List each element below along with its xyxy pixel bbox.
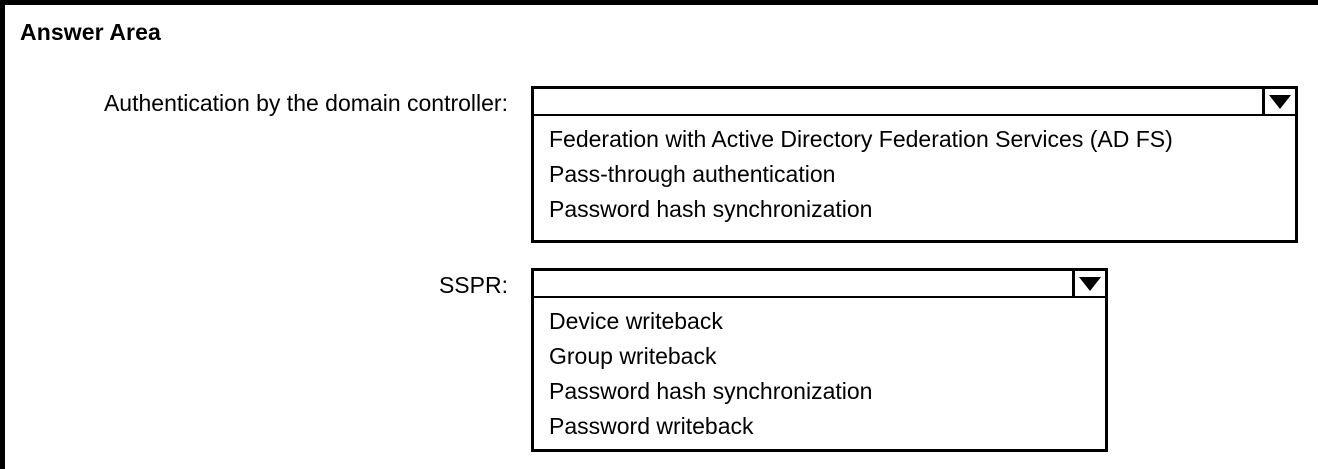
outer-frame-top-border bbox=[0, 0, 1318, 5]
authentication-method-label: Authentication by the domain controller: bbox=[103, 90, 508, 116]
authentication-method-dropdown-button[interactable] bbox=[1262, 89, 1295, 114]
sspr-dropdown-button[interactable] bbox=[1072, 271, 1105, 296]
authentication-method-option-list[interactable]: Federation with Active Directory Federat… bbox=[531, 116, 1298, 243]
list-item[interactable]: Password hash synchronization bbox=[549, 196, 873, 222]
list-item[interactable]: Password writeback bbox=[549, 413, 754, 439]
list-item[interactable]: Group writeback bbox=[549, 343, 717, 369]
page-title: Answer Area bbox=[20, 19, 161, 45]
sspr-value[interactable] bbox=[546, 271, 1067, 296]
list-item[interactable]: Pass-through authentication bbox=[549, 161, 836, 187]
sspr-option-list[interactable]: Device writeback Group writeback Passwor… bbox=[531, 298, 1108, 452]
list-item[interactable]: Password hash synchronization bbox=[549, 378, 873, 404]
chevron-down-icon bbox=[1269, 94, 1291, 109]
sspr-label: SSPR: bbox=[438, 272, 508, 298]
sspr-combobox[interactable] bbox=[531, 268, 1108, 299]
list-item[interactable]: Federation with Active Directory Federat… bbox=[549, 126, 1173, 152]
list-item[interactable]: Device writeback bbox=[549, 308, 723, 334]
authentication-method-value[interactable] bbox=[546, 89, 1257, 114]
outer-frame-left-border bbox=[0, 0, 5, 469]
chevron-down-icon bbox=[1079, 276, 1101, 291]
authentication-method-combobox[interactable] bbox=[531, 86, 1298, 117]
